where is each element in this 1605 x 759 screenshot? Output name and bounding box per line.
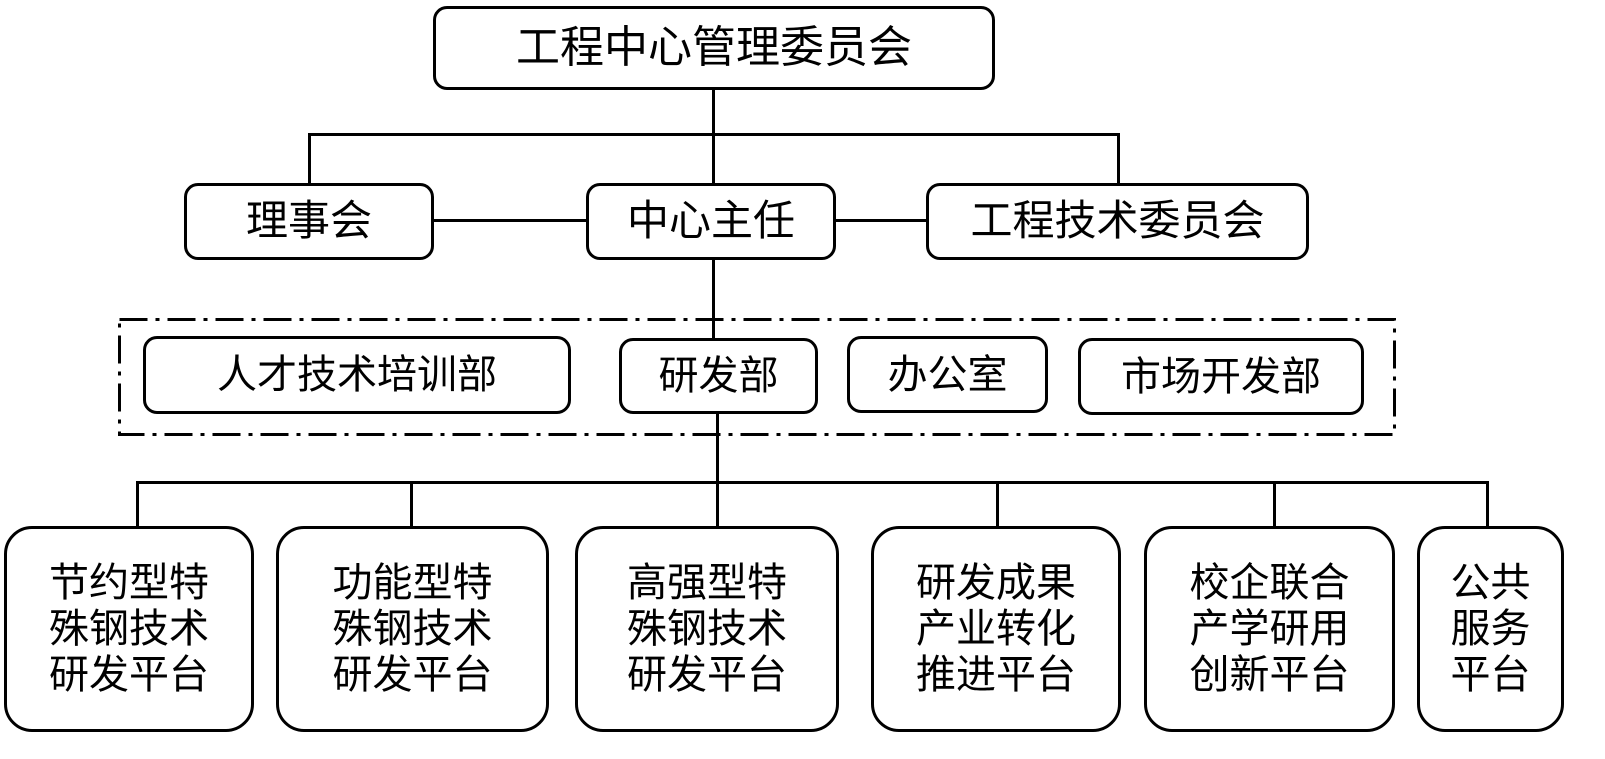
platform-box-2: 功能型特 殊钢技术 研发平台 [276,526,549,732]
platform-box-3: 高强型特 殊钢技术 研发平台 [575,526,839,732]
department-group-border [118,318,1396,436]
connector-right-drop [1117,133,1120,183]
management-committee-box: 工程中心管理委员会 [433,6,995,90]
connector-left-link [432,219,588,222]
platform-box-1: 节约型特 殊钢技术 研发平台 [4,526,254,732]
platform-line: 研发成果 [916,560,1076,606]
connector-drop-3 [716,481,719,527]
connector-top-vertical [712,88,715,184]
platform-line: 研发平台 [49,652,209,698]
platform-line: 殊钢技术 [627,606,787,652]
department-label: 人才技术培训部 [217,352,497,398]
connector-rd-down [716,412,719,484]
platform-line: 校企联合 [1189,560,1350,606]
connector-drop-4 [996,481,999,527]
management-committee-label: 工程中心管理委员会 [516,21,912,73]
platform-box-5: 校企联合 产学研用 创新平台 [1144,526,1395,732]
connector-drop-6 [1486,481,1489,527]
connector-right-link [834,219,928,222]
platform-line: 殊钢技术 [332,606,493,652]
department-label: 办公室 [887,351,1008,398]
board-label: 理事会 [245,196,372,246]
connector-drop-5 [1273,481,1276,527]
platform-box-6: 公共 服务 平台 [1417,526,1564,732]
platform-line: 研发平台 [332,652,493,698]
tech-committee-box: 工程技术委员会 [926,183,1309,260]
platform-line: 创新平台 [1189,652,1350,698]
director-label: 中心主任 [626,196,795,246]
platform-line: 节约型特 [49,560,209,606]
department-talent-training-box: 人才技术培训部 [143,336,571,414]
department-rd-box: 研发部 [619,338,818,414]
platform-line: 研发平台 [627,652,787,698]
connector-drop-2 [410,481,413,527]
department-office-box: 办公室 [847,336,1048,413]
platform-line: 功能型特 [332,560,493,606]
platform-line: 平台 [1450,652,1531,698]
platform-line: 公共 [1450,560,1531,606]
platform-box-4: 研发成果 产业转化 推进平台 [871,526,1121,732]
connector-left-drop [308,133,311,183]
connector-top-horizontal [308,133,1120,136]
connector-drop-1 [136,481,139,527]
platform-line: 殊钢技术 [49,606,209,652]
department-marketing-box: 市场开发部 [1078,338,1364,415]
platform-line: 服务 [1450,606,1531,652]
connector-bottom-horizontal [136,481,1489,484]
department-label: 市场开发部 [1121,353,1321,400]
connector-director-down [712,260,715,340]
platform-line: 高强型特 [627,560,787,606]
tech-committee-label: 工程技术委员会 [970,196,1265,246]
department-label: 研发部 [658,353,779,399]
platform-line: 产学研用 [1189,606,1350,652]
platform-line: 产业转化 [916,606,1076,652]
director-box: 中心主任 [586,183,836,260]
board-box: 理事会 [184,183,434,260]
platform-line: 推进平台 [916,652,1076,698]
